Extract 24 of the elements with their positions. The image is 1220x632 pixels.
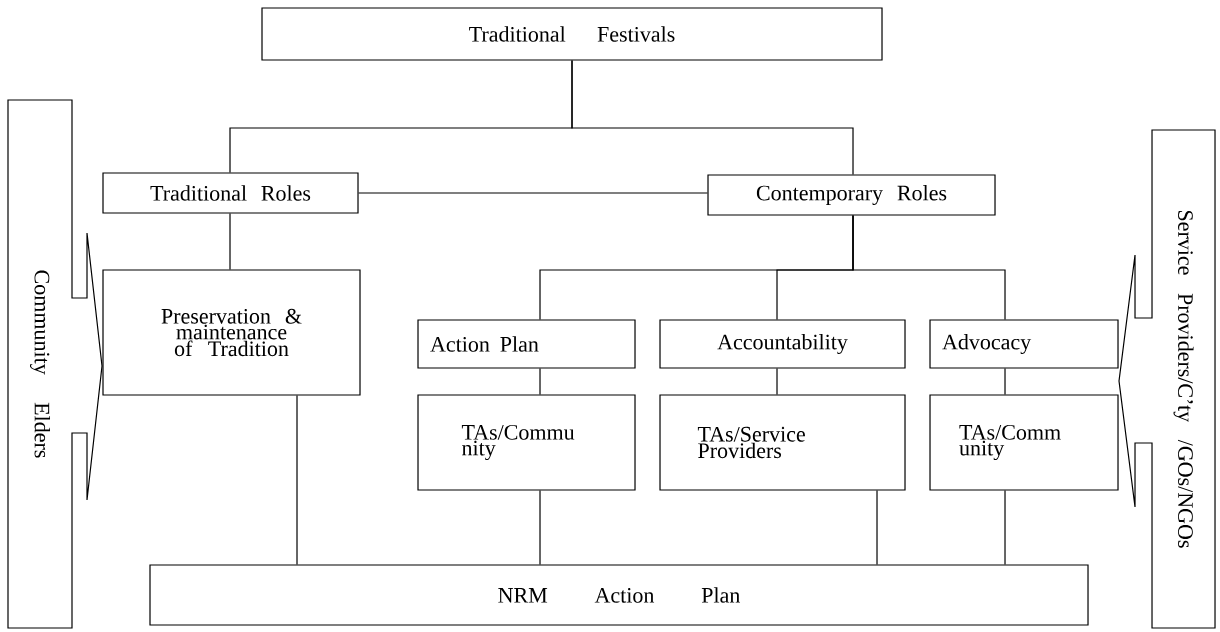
process-box: NRM Action Plan xyxy=(149,564,1089,626)
process-box: Action Plan xyxy=(417,319,636,369)
connector-line xyxy=(539,490,541,565)
callout-box: Community Elders xyxy=(7,99,103,629)
connector-line xyxy=(229,213,231,270)
process-box: Contemporary Roles xyxy=(707,174,996,216)
connector-line xyxy=(852,215,1006,320)
process-box: TAs/Comm unity xyxy=(929,394,1119,491)
connector-line xyxy=(876,490,878,565)
connector-line xyxy=(571,60,854,175)
process-box: Traditional Festivals xyxy=(261,7,883,61)
process-box: Advocacy xyxy=(929,319,1119,369)
connector-line xyxy=(776,368,778,395)
process-box: Preservation & maintenance of Tradition xyxy=(102,269,361,396)
connector-line xyxy=(296,395,298,565)
connector-line xyxy=(1004,368,1006,395)
callout-box: Service Providers/C’ty /GOs/NGOs xyxy=(1118,129,1216,629)
process-box: Traditional Roles xyxy=(102,172,359,214)
connector-line xyxy=(1004,490,1006,565)
connector-line xyxy=(358,192,708,194)
process-box: TAs/Commu nity xyxy=(417,394,636,491)
process-box: Accountability xyxy=(659,319,906,369)
process-box: TAs/Service Providers xyxy=(659,394,906,491)
connector-line xyxy=(539,368,541,395)
